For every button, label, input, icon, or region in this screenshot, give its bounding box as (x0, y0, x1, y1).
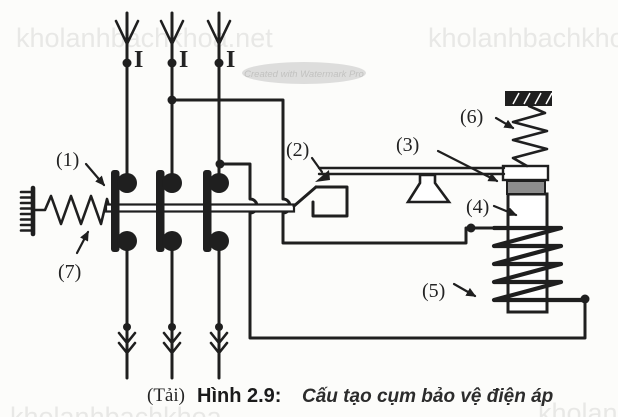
watermark-bottom-left: kholanhbachkhoa (10, 402, 223, 417)
label-2-leader (310, 156, 324, 174)
contact-pole-1 (111, 170, 137, 252)
current-label-1: I (134, 47, 143, 73)
lever-end-plate (501, 164, 550, 182)
label-4-leader (492, 204, 518, 217)
watermark-top-left: kholanhbachkhoa.net (16, 23, 273, 53)
watermark-bottom-right: kholanhba (538, 398, 618, 417)
load-line-1 (117, 249, 137, 380)
supply-arrow-icon (206, 19, 232, 46)
label-2: (2) (286, 139, 309, 161)
tap-wire-phase2 (167, 95, 496, 245)
holding-spring (511, 104, 549, 168)
label-1-leader (84, 162, 106, 187)
load-line-3 (209, 249, 229, 380)
carrier-bar (104, 203, 296, 213)
supply-line-3 (206, 11, 232, 178)
junction-dot (466, 223, 476, 233)
label-5: (5) (422, 280, 445, 302)
load-arrow-icon (162, 331, 182, 355)
label-6-leader (494, 116, 515, 130)
fulcrum (405, 173, 452, 204)
part-labels: (1) (2) (3) (4) (5) (6) (7) (56, 106, 518, 302)
current-label-3: I (226, 47, 235, 73)
label-7-leader (75, 230, 90, 255)
wall-anchor (19, 185, 36, 237)
caption-number: Hình 2.9: (197, 385, 281, 407)
label-1: (1) (56, 149, 79, 171)
watermark-badge-label: Created with Watermark Pro (244, 69, 364, 80)
label-3-leader (436, 149, 499, 183)
supply-lines: I I I (114, 11, 235, 178)
latch-hook (292, 170, 349, 218)
load-arrow-icon (117, 331, 137, 355)
label-4: (4) (466, 196, 489, 218)
armature-pad (506, 180, 546, 195)
label-6: (6) (460, 106, 483, 128)
label-3: (3) (396, 134, 419, 156)
return-spring (32, 194, 112, 226)
label-5-leader (452, 282, 477, 298)
load-line-2 (162, 249, 182, 380)
contact-pole-2 (156, 170, 182, 252)
supply-arrow-icon (159, 19, 185, 46)
label-7: (7) (58, 261, 81, 283)
caption-load: (Tải) (147, 385, 185, 406)
figure-caption: (Tải) Hình 2.9: Cấu tạo cụm bảo vệ điện … (147, 385, 553, 407)
coil-winding (491, 225, 588, 303)
supply-arrow-icon (114, 19, 140, 46)
supply-line-1 (114, 11, 140, 178)
watermark-top-right: kholanhbachkho (428, 23, 618, 53)
supply-line-2 (159, 11, 185, 178)
caption-title: Cấu tạo cụm bảo vệ điện áp (302, 386, 553, 407)
contact-pole-3 (203, 170, 229, 252)
current-label-2: I (179, 47, 188, 73)
watermark-badge: Created with Watermark Pro (242, 62, 366, 84)
spring-anchor (505, 91, 553, 106)
load-arrow-icon (209, 331, 229, 355)
